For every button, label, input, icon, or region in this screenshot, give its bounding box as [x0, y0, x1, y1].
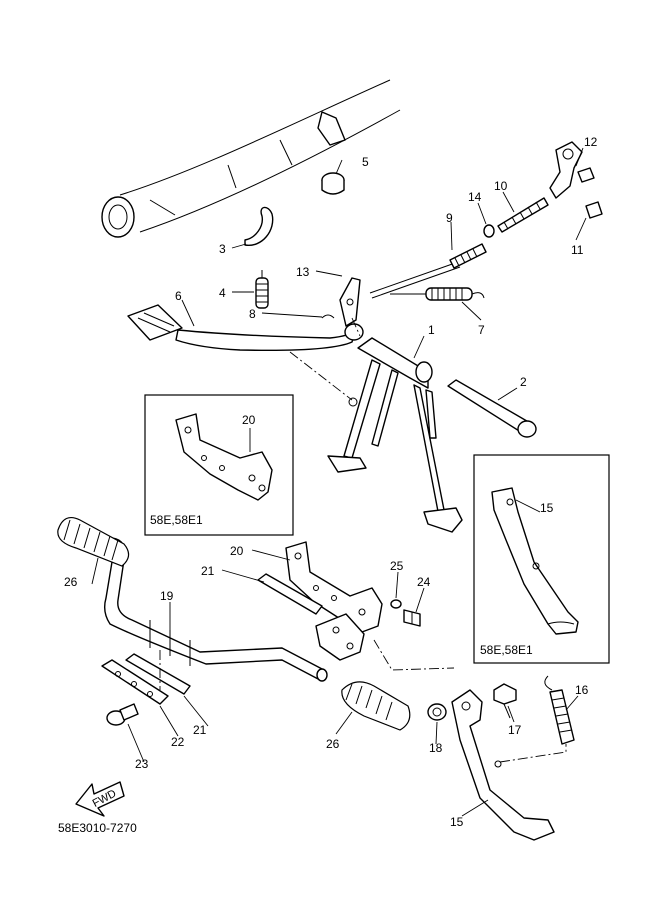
- callout-5: 5: [362, 155, 369, 169]
- callout-20b: 20: [230, 544, 244, 558]
- pad-part-21: [257, 573, 323, 615]
- fwd-label: FWD: [91, 788, 119, 810]
- footrest-grip-right: [341, 681, 411, 731]
- callout-22: 22: [171, 735, 185, 749]
- callout-1: 1: [428, 323, 435, 337]
- bolt-part-24: [390, 599, 421, 627]
- callout-14: 14: [468, 190, 482, 204]
- callout-17: 17: [508, 723, 522, 737]
- callout-11: 11: [571, 243, 584, 257]
- muffler-outline: [101, 79, 401, 238]
- brake-pedal-part-6: [127, 304, 364, 352]
- callout-26b: 26: [326, 737, 340, 751]
- callout-21: 21: [201, 564, 215, 578]
- callout-8: 8: [249, 307, 256, 321]
- callout-7: 7: [478, 323, 485, 337]
- callout-26: 26: [64, 575, 78, 589]
- variant-label-left: 58E,58E1: [150, 513, 203, 527]
- variant-box-right: [473, 454, 610, 664]
- muffler-bracket: [317, 111, 346, 195]
- callout-23: 23: [135, 757, 149, 771]
- footrest-grip-left: [57, 517, 130, 567]
- callout-16: 16: [575, 683, 589, 697]
- callout-15: 15: [540, 501, 554, 515]
- pivot-shaft-part-2: [447, 379, 537, 438]
- side-stand-part-15: [451, 689, 555, 841]
- bolt-part-23: [106, 703, 139, 726]
- alignment-line: [499, 744, 567, 763]
- alignment-line: [289, 351, 353, 401]
- callout-21b: 21: [193, 723, 207, 737]
- spring-part-10: [483, 197, 549, 238]
- callout-18: 18: [429, 741, 443, 755]
- spring-part-4: [255, 270, 269, 309]
- mount-plate: [315, 613, 365, 661]
- callout-15b: 15: [450, 815, 464, 829]
- bracket-part-20: [285, 541, 383, 633]
- fwd-arrow-icon: FWD: [75, 781, 125, 817]
- variant-box-left: [144, 394, 294, 536]
- callout-6: 6: [175, 289, 182, 303]
- nut-part-18: [427, 703, 447, 721]
- callout-13: 13: [296, 265, 310, 279]
- callout-25: 25: [390, 559, 404, 573]
- brake-arm-part-12: [549, 141, 603, 219]
- callout-10: 10: [494, 179, 508, 193]
- callout-24: 24: [417, 575, 431, 589]
- bolt-part-17: [493, 683, 517, 719]
- brake-rod-part-9: [369, 243, 487, 299]
- return-spring-part-7: [390, 287, 485, 301]
- alignment-line: [373, 639, 455, 671]
- clip-part-3: [244, 206, 274, 246]
- catalog-code: 58E3010-7270: [58, 821, 137, 835]
- callout-19: 19: [160, 589, 174, 603]
- callout-20: 20: [242, 413, 256, 427]
- lower-plates: [101, 653, 191, 705]
- variant-label-right: 58E,58E1: [480, 643, 533, 657]
- callout-9: 9: [446, 211, 453, 225]
- spring-part-16: [544, 675, 575, 745]
- callout-3: 3: [219, 242, 226, 256]
- leader-lines: [91, 147, 587, 817]
- main-stand-part-1: [327, 337, 463, 533]
- callout-12: 12: [584, 135, 598, 149]
- callout-4: 4: [219, 286, 226, 300]
- callout-2: 2: [520, 375, 527, 389]
- alignment-line: [351, 317, 361, 337]
- link-arm: [321, 277, 361, 327]
